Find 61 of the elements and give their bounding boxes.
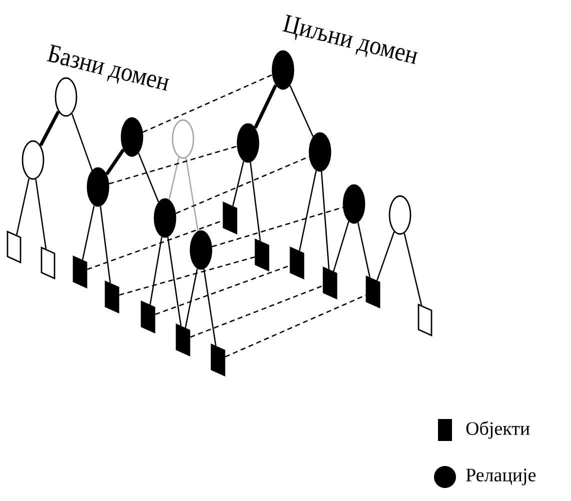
domain-title: Базни домен (46, 44, 170, 91)
object-box (366, 275, 380, 308)
tree-line (232, 161, 244, 206)
relation-ellipse (342, 184, 366, 224)
mapping-line (212, 206, 344, 248)
tree-line (332, 221, 350, 272)
tree-line (404, 233, 422, 306)
object-box (254, 238, 270, 272)
tree-line (138, 152, 160, 202)
relation-ellipse (54, 77, 78, 117)
tree-line (149, 236, 162, 305)
tree-line (250, 162, 261, 242)
relation-ellipse (272, 50, 294, 90)
tree-line (39, 110, 60, 146)
object-box (290, 246, 304, 280)
object-box (104, 280, 120, 314)
relation-ellipse (120, 117, 144, 157)
object-box (176, 323, 190, 356)
tree-line (82, 205, 95, 260)
tree-line (289, 85, 314, 137)
mapping-line (142, 74, 272, 133)
object-box (210, 343, 226, 376)
relation-ellipse (86, 167, 110, 207)
tree-line (16, 178, 30, 236)
mapping-line (224, 294, 366, 358)
legend-label: Објекти (466, 421, 530, 439)
mapping-line (108, 146, 238, 184)
relation-ellipse (172, 119, 194, 159)
mapping-line (176, 156, 310, 214)
relation-ellipse (308, 132, 332, 172)
tree-line (320, 171, 330, 270)
object-box (40, 246, 56, 280)
object-box (418, 303, 432, 336)
tree-line (105, 148, 125, 176)
relation-ellipse (154, 198, 176, 238)
relation-ellipse (388, 195, 412, 235)
tree-line (168, 157, 180, 200)
tree-line (254, 84, 278, 129)
tree-line (184, 268, 198, 328)
relation-ellipse (190, 230, 212, 270)
relation-ellipse (22, 140, 44, 180)
tree-line (71, 113, 93, 171)
legend-label: Релације (466, 468, 536, 486)
relation-ellipse (236, 123, 260, 163)
mapping-line (119, 256, 255, 296)
domain-title: Циљни домен (282, 14, 418, 64)
tree-line (357, 222, 370, 278)
object-box (322, 266, 338, 300)
object-box (140, 300, 156, 334)
tree-line (35, 178, 47, 249)
tree-line (203, 268, 216, 346)
tree-line (185, 158, 199, 232)
mapping-line (154, 264, 290, 315)
tree-line (298, 170, 317, 252)
mapping-line (190, 285, 324, 338)
object-box (72, 255, 88, 288)
tree-line (376, 232, 395, 281)
object-box (6, 230, 22, 264)
tree-line (100, 206, 111, 284)
tree-line (167, 236, 182, 326)
object-box (222, 202, 238, 234)
